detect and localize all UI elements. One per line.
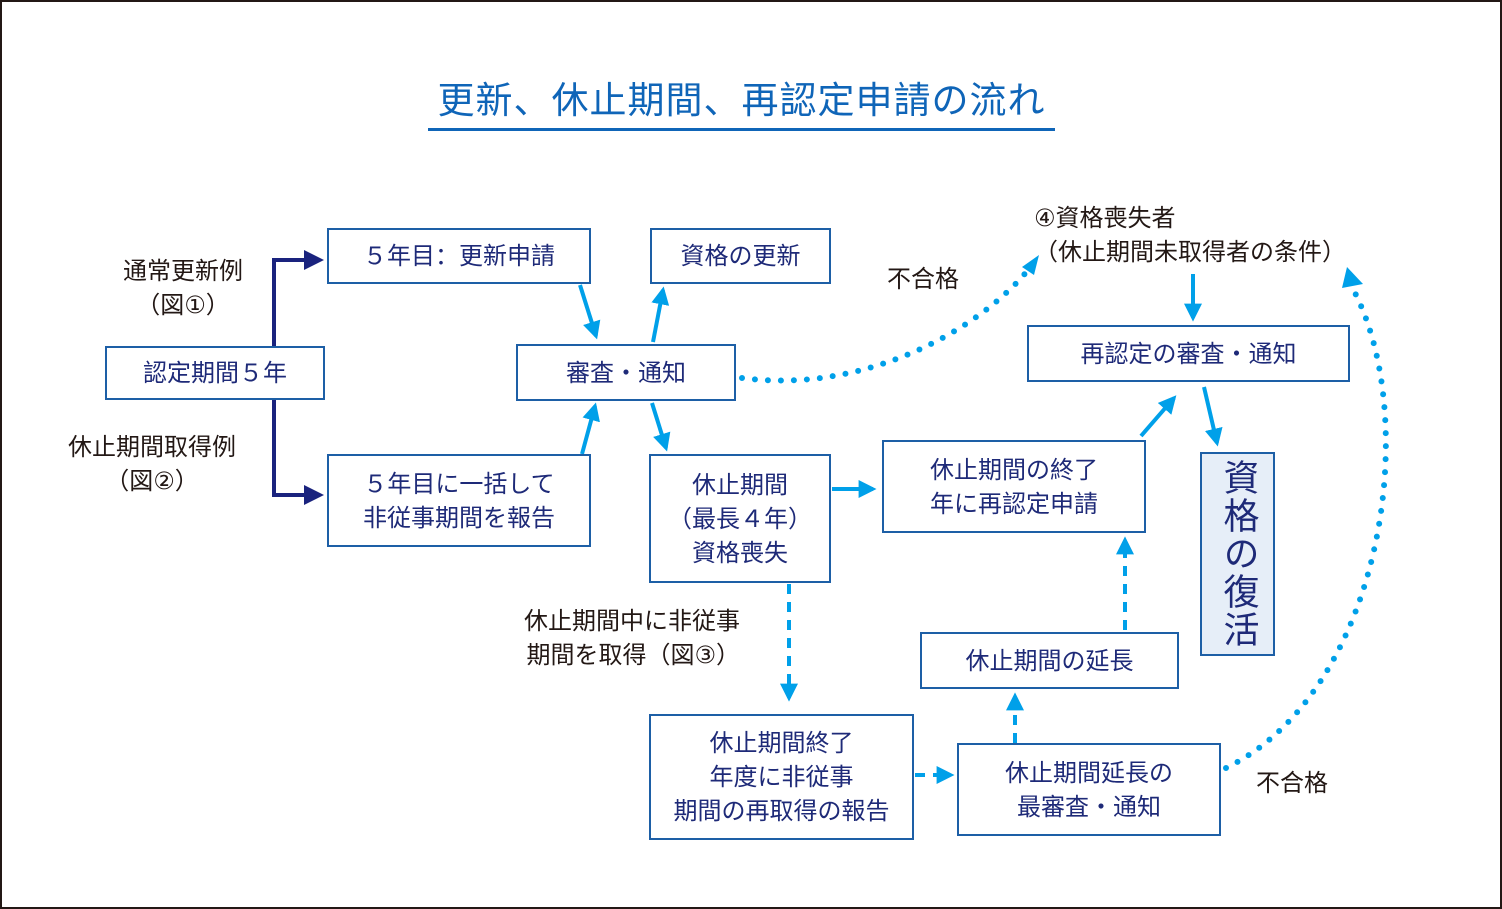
box-end-year-recert-application: 休止期間の終了 年に再認定申請 bbox=[882, 440, 1146, 533]
arrow-renewal-to-review bbox=[578, 284, 601, 340]
label-suspension-example: 休止期間取得例 （図②） bbox=[68, 433, 236, 495]
label-during-suspension: 休止期間中に非従事 期間を取得（図③） bbox=[524, 607, 740, 669]
fail-path-review-to-disqualified bbox=[739, 267, 1031, 384]
box-restoration: 資格の復活 bbox=[1200, 452, 1275, 656]
arrow-recert-review-to-restoration bbox=[1202, 386, 1223, 447]
arrow-review-to-suspension bbox=[650, 402, 671, 452]
box-extension-rereview-notice: 休止期間延長の 最審査・通知 bbox=[957, 743, 1221, 836]
fail-path-extension-to-disqualified bbox=[1223, 288, 1389, 771]
box-bulk-report: ５年目に一括して 非従事期間を報告 bbox=[327, 454, 591, 547]
arrow-to-bulk-report bbox=[272, 400, 324, 505]
fail-arrowhead-2 bbox=[1342, 267, 1363, 288]
box-certification-period: 認定期間５年 bbox=[105, 346, 325, 400]
arrow-to-renewal-application bbox=[272, 250, 324, 346]
page-title: 更新、休止期間、再認定申請の流れ bbox=[428, 74, 1055, 131]
dotted-fail-arrows bbox=[739, 267, 1389, 771]
solid-cyan-arrows bbox=[578, 274, 1223, 498]
box-suspension-extension: 休止期間の延長 bbox=[920, 632, 1179, 689]
restoration-text: 資格の復活 bbox=[1217, 459, 1259, 649]
fail-arrowhead-1 bbox=[1022, 255, 1039, 275]
dashed-cyan-arrows bbox=[780, 536, 1134, 784]
label-normal-renewal: 通常更新例 （図①） bbox=[123, 257, 243, 319]
box-end-year-reacquisition-report: 休止期間終了 年度に非従事 期間の再取得の報告 bbox=[649, 714, 914, 840]
label-disqualified: ④資格喪失者 （休止期間未取得者の条件） bbox=[1034, 204, 1346, 266]
arrow-end-year-to-recert-review bbox=[1139, 395, 1177, 438]
arrow-report-to-review bbox=[580, 402, 600, 455]
label-fail-1: 不合格 bbox=[887, 265, 959, 293]
label-fail-2: 不合格 bbox=[1256, 769, 1328, 797]
box-renewal-application: ５年目：更新申請 bbox=[327, 228, 591, 284]
box-review-notice: 審査・通知 bbox=[516, 344, 736, 401]
box-recert-review-notice: 再認定の審査・通知 bbox=[1027, 325, 1350, 382]
arrow-review-to-renewed bbox=[651, 286, 670, 343]
box-suspension-period: 休止期間 （最長４年） 資格喪失 bbox=[649, 454, 831, 583]
navy-branch-connector bbox=[272, 250, 324, 505]
box-renewal-of-qualification: 資格の更新 bbox=[650, 228, 831, 284]
